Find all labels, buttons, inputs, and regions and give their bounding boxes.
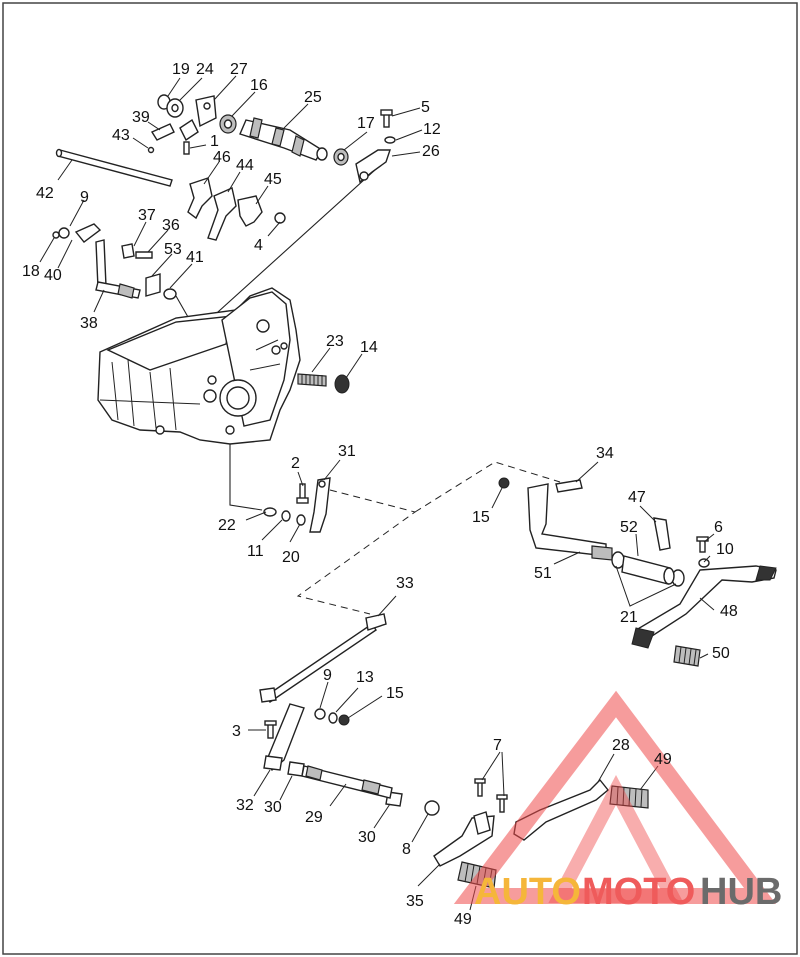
callout-16: 16 [250, 77, 268, 94]
callout-3: 3 [232, 723, 241, 740]
shift-linkage [259, 613, 649, 889]
transmission-case [97, 287, 301, 445]
callout-35: 35 [406, 893, 424, 910]
callout-27: 27 [230, 61, 248, 78]
callout-15-right: 15 [472, 509, 490, 526]
callout-49-top: 49 [654, 751, 672, 768]
callout-8: 8 [402, 841, 411, 858]
watermark-moto: MOTO [582, 871, 695, 913]
callout-46: 46 [213, 149, 231, 166]
callout-49-bottom: 49 [454, 911, 472, 928]
callout-39: 39 [132, 109, 150, 126]
leader-lines [39, 75, 715, 911]
watermark-auto: AUTO [474, 871, 581, 913]
callout-50: 50 [712, 645, 730, 662]
callout-9-bottom: 9 [323, 667, 332, 684]
forward-controls [498, 477, 777, 667]
callout-10: 10 [716, 541, 734, 558]
callout-33: 33 [396, 575, 414, 592]
callout-28: 28 [612, 737, 630, 754]
callout-15-bottom: 15 [386, 685, 404, 702]
callout-labels: 1 2 3 4 5 6 7 8 9 9 10 11 12 13 14 15 15… [22, 61, 738, 928]
callout-42: 42 [36, 185, 54, 202]
callout-11: 11 [247, 543, 264, 560]
callout-43: 43 [112, 127, 130, 144]
detent-spring [297, 373, 350, 394]
callout-47: 47 [628, 489, 646, 506]
callout-29: 29 [305, 809, 323, 826]
callout-12: 12 [423, 121, 441, 138]
shift-arm-parts [52, 223, 177, 300]
callout-21: 21 [620, 609, 638, 626]
callout-2: 2 [291, 455, 300, 472]
callout-7: 7 [493, 737, 502, 754]
callout-14: 14 [360, 339, 378, 356]
callout-19: 19 [172, 61, 190, 78]
callout-40: 40 [44, 267, 62, 284]
callout-13: 13 [356, 669, 374, 686]
callout-26: 26 [422, 143, 440, 160]
callout-9-top: 9 [80, 189, 89, 206]
watermark-hub: HUB [700, 871, 782, 913]
callout-31: 31 [338, 443, 356, 460]
callout-34: 34 [596, 445, 614, 462]
callout-53: 53 [164, 241, 182, 258]
callout-41: 41 [186, 249, 204, 266]
fork-shaft [55, 148, 173, 187]
dashed-linkage [296, 461, 561, 615]
automotohub-watermark: AUTO MOTO HUB [453, 690, 782, 913]
callout-51: 51 [534, 565, 552, 582]
callout-6: 6 [714, 519, 723, 536]
callout-5: 5 [421, 99, 430, 116]
callout-44: 44 [236, 157, 254, 174]
callout-4: 4 [254, 237, 263, 254]
callout-18: 18 [22, 263, 40, 280]
shift-drum-parts [147, 94, 396, 184]
callout-45: 45 [264, 171, 282, 188]
callout-17: 17 [357, 115, 375, 132]
callout-48: 48 [720, 603, 738, 620]
callout-52: 52 [620, 519, 638, 536]
callout-30-left: 30 [264, 799, 282, 816]
callout-24: 24 [196, 61, 214, 78]
shift-forks [187, 177, 286, 241]
callout-36: 36 [162, 217, 180, 234]
callout-22: 22 [218, 517, 236, 534]
callout-30-right: 30 [358, 829, 376, 846]
callout-1: 1 [210, 133, 219, 150]
callout-32: 32 [236, 797, 254, 814]
callout-20: 20 [282, 549, 300, 566]
callout-37: 37 [138, 207, 156, 224]
small-hardware [263, 477, 331, 533]
callout-25: 25 [304, 89, 322, 106]
callout-23: 23 [326, 333, 344, 350]
callout-38: 38 [80, 315, 98, 332]
